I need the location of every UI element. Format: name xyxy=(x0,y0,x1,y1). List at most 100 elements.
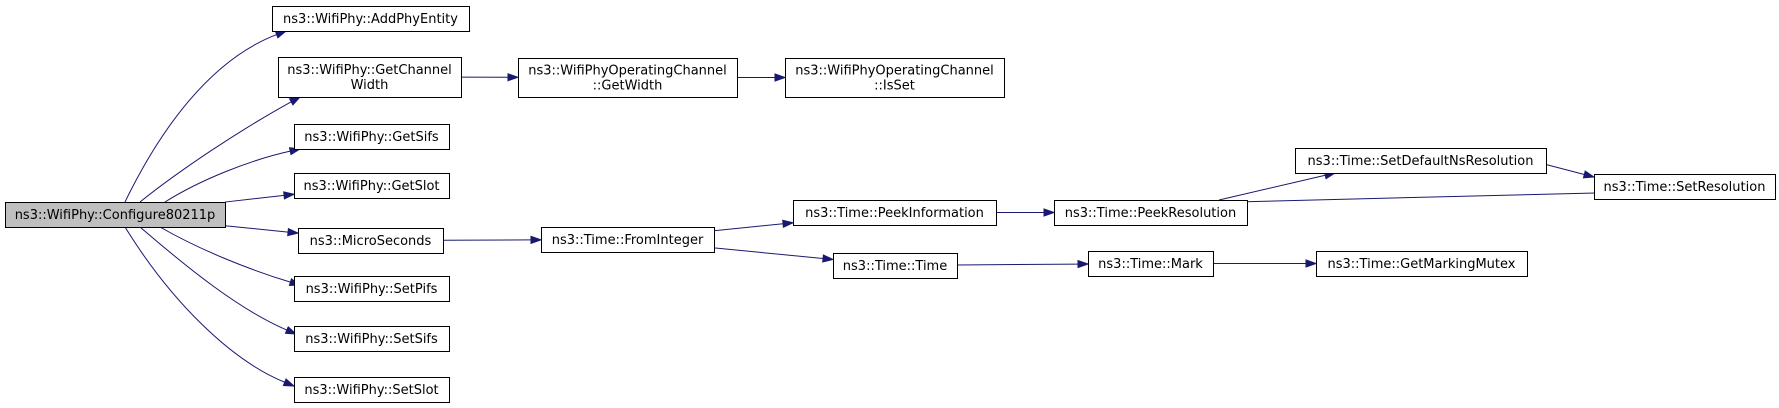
node-get-slot-box[interactable] xyxy=(294,173,450,199)
edge-time-time-to-mark-line xyxy=(956,263,1079,266)
node-set-resolution-box[interactable] xyxy=(1594,174,1776,200)
node-set-slot[interactable]: ns3::WifiPhy::SetSlot xyxy=(294,377,450,403)
edge-from-integer-to-time-time-line xyxy=(713,247,824,260)
node-get-marking-mutex[interactable]: ns3::Time::GetMarkingMutex xyxy=(1316,251,1528,277)
node-get-channel-width-box[interactable] xyxy=(278,57,462,98)
node-set-resolution[interactable]: ns3::Time::SetResolution xyxy=(1594,174,1776,200)
node-configure-label-0: ns3::WifiPhy::Configure80211p xyxy=(15,208,216,223)
edge-get-channel-width-to-op-chan-get-width xyxy=(460,73,520,82)
edge-configure-to-micro-seconds-arrowhead xyxy=(287,227,300,237)
node-get-channel-width-label-1: Width xyxy=(351,78,389,93)
node-get-channel-width-label-0: ns3::WifiPhy::GetChannel xyxy=(287,63,452,78)
node-from-integer[interactable]: ns3::Time::FromInteger xyxy=(541,227,715,253)
node-mark-box[interactable] xyxy=(1088,251,1214,277)
node-op-chan-get-width-label-1: ::GetWidth xyxy=(593,79,663,94)
node-time-time[interactable]: ns3::Time::Time xyxy=(833,253,958,279)
node-op-chan-is-set-box[interactable] xyxy=(785,58,1005,98)
node-op-chan-is-set[interactable]: ns3::WifiPhyOperatingChannel::IsSet xyxy=(785,58,1005,98)
edge-configure-to-set-slot xyxy=(124,226,296,387)
node-get-marking-mutex-box[interactable] xyxy=(1316,251,1528,277)
node-get-sifs-box[interactable] xyxy=(294,124,450,150)
node-set-sifs[interactable]: ns3::WifiPhy::SetSifs xyxy=(294,326,450,352)
nodes-layer: ns3::WifiPhy::Configure80211pns3::WifiPh… xyxy=(5,6,1776,403)
node-set-default-ns-resolution-box[interactable] xyxy=(1295,148,1547,174)
node-peek-resolution[interactable]: ns3::Time::PeekResolution xyxy=(1054,200,1248,226)
edge-configure-to-get-slot xyxy=(224,191,296,203)
node-configure[interactable]: ns3::WifiPhy::Configure80211p xyxy=(5,202,226,228)
edge-configure-to-get-channel-width-arrowhead xyxy=(288,96,302,106)
node-micro-seconds-label-0: ns3::MicroSeconds xyxy=(310,234,432,249)
edge-mark-to-get-marking-mutex xyxy=(1213,259,1318,268)
edge-set-default-ns-resolution-to-set-resolution-line xyxy=(1545,164,1585,175)
edge-from-integer-to-peek-information xyxy=(713,219,795,232)
edge-from-integer-to-peek-information-arrowhead xyxy=(782,219,795,229)
node-set-pifs-label-0: ns3::WifiPhy::SetPifs xyxy=(306,282,438,297)
node-get-slot[interactable]: ns3::WifiPhy::GetSlot xyxy=(294,173,450,199)
node-get-sifs-label-0: ns3::WifiPhy::GetSifs xyxy=(304,130,439,145)
edge-get-channel-width-to-op-chan-get-width-arrowhead xyxy=(507,73,520,82)
node-time-time-label-0: ns3::Time::Time xyxy=(843,259,947,274)
edge-configure-to-set-sifs-line xyxy=(139,226,288,331)
edge-set-default-ns-resolution-to-set-resolution-arrowhead xyxy=(1582,170,1596,179)
edge-micro-seconds-to-from-integer-arrowhead xyxy=(530,235,543,245)
node-micro-seconds[interactable]: ns3::MicroSeconds xyxy=(298,228,444,254)
node-set-default-ns-resolution[interactable]: ns3::Time::SetDefaultNsResolution xyxy=(1295,148,1547,174)
edge-configure-to-set-sifs-arrowhead xyxy=(284,325,298,335)
edges-layer xyxy=(124,30,1777,387)
edge-configure-to-set-sifs xyxy=(139,226,298,335)
node-add-phy-entity[interactable]: ns3::WifiPhy::AddPhyEntity xyxy=(272,6,470,32)
edge-peek-information-to-peek-resolution-arrowhead xyxy=(1043,208,1056,217)
node-add-phy-entity-box[interactable] xyxy=(272,6,470,32)
node-mark[interactable]: ns3::Time::Mark xyxy=(1088,251,1214,277)
edge-time-time-to-mark-arrowhead xyxy=(1077,259,1090,269)
edge-set-default-ns-resolution-to-set-resolution xyxy=(1545,164,1596,179)
node-set-pifs-box[interactable] xyxy=(294,276,450,302)
node-get-slot-label-0: ns3::WifiPhy::GetSlot xyxy=(303,179,439,194)
edge-configure-to-set-pifs xyxy=(159,226,302,287)
node-op-chan-get-width-box[interactable] xyxy=(518,58,738,98)
edge-configure-to-micro-seconds xyxy=(224,225,300,237)
node-peek-information-box[interactable] xyxy=(793,200,997,226)
edge-configure-to-add-phy-entity-arrowhead xyxy=(274,30,288,39)
node-from-integer-box[interactable] xyxy=(541,227,715,253)
node-get-sifs[interactable]: ns3::WifiPhy::GetSifs xyxy=(294,124,450,150)
node-op-chan-is-set-label-0: ns3::WifiPhyOperatingChannel xyxy=(795,64,994,79)
node-get-marking-mutex-label-0: ns3::Time::GetMarkingMutex xyxy=(1328,257,1516,272)
edge-configure-to-get-sifs-line xyxy=(164,150,291,203)
node-set-slot-label-0: ns3::WifiPhy::SetSlot xyxy=(304,383,438,398)
node-set-resolution-label-0: ns3::Time::SetResolution xyxy=(1604,180,1766,195)
edge-time-time-to-mark xyxy=(956,259,1090,269)
edge-from-integer-to-time-time xyxy=(713,247,835,263)
edge-from-integer-to-time-time-arrowhead xyxy=(822,254,835,263)
edge-micro-seconds-to-from-integer xyxy=(442,235,543,245)
node-set-sifs-box[interactable] xyxy=(294,326,450,352)
node-add-phy-entity-label-0: ns3::WifiPhy::AddPhyEntity xyxy=(283,12,458,27)
edge-configure-to-get-sifs xyxy=(164,147,302,203)
node-peek-information[interactable]: ns3::Time::PeekInformation xyxy=(793,200,997,226)
node-peek-information-label-0: ns3::Time::PeekInformation xyxy=(805,206,984,221)
edge-configure-to-add-phy-entity xyxy=(124,30,288,203)
node-set-slot-box[interactable] xyxy=(294,377,450,403)
node-set-pifs[interactable]: ns3::WifiPhy::SetPifs xyxy=(294,276,450,302)
edge-configure-to-set-slot-arrowhead xyxy=(282,378,296,387)
edge-op-chan-get-width-to-op-chan-is-set xyxy=(737,73,787,82)
edge-mark-to-get-marking-mutex-arrowhead xyxy=(1305,259,1318,268)
edge-configure-to-set-pifs-line xyxy=(159,226,291,283)
edge-op-chan-get-width-to-op-chan-is-set-arrowhead xyxy=(774,73,787,82)
edge-configure-to-get-slot-line xyxy=(224,194,285,203)
node-time-time-box[interactable] xyxy=(833,253,958,279)
edge-from-integer-to-peek-information-line xyxy=(713,223,784,232)
edge-configure-to-get-channel-width-line xyxy=(139,101,292,203)
node-op-chan-get-width[interactable]: ns3::WifiPhyOperatingChannel::GetWidth xyxy=(518,58,738,98)
edge-configure-to-micro-seconds-line xyxy=(224,225,289,233)
node-mark-label-0: ns3::Time::Mark xyxy=(1098,257,1203,272)
edge-configure-to-add-phy-entity-line xyxy=(124,34,277,203)
edge-peek-information-to-peek-resolution xyxy=(996,208,1056,217)
node-micro-seconds-box[interactable] xyxy=(298,228,444,254)
node-peek-resolution-box[interactable] xyxy=(1054,200,1248,226)
node-from-integer-label-0: ns3::Time::FromInteger xyxy=(552,233,704,248)
node-configure-box[interactable] xyxy=(5,202,226,228)
edge-configure-to-get-channel-width xyxy=(139,96,302,203)
